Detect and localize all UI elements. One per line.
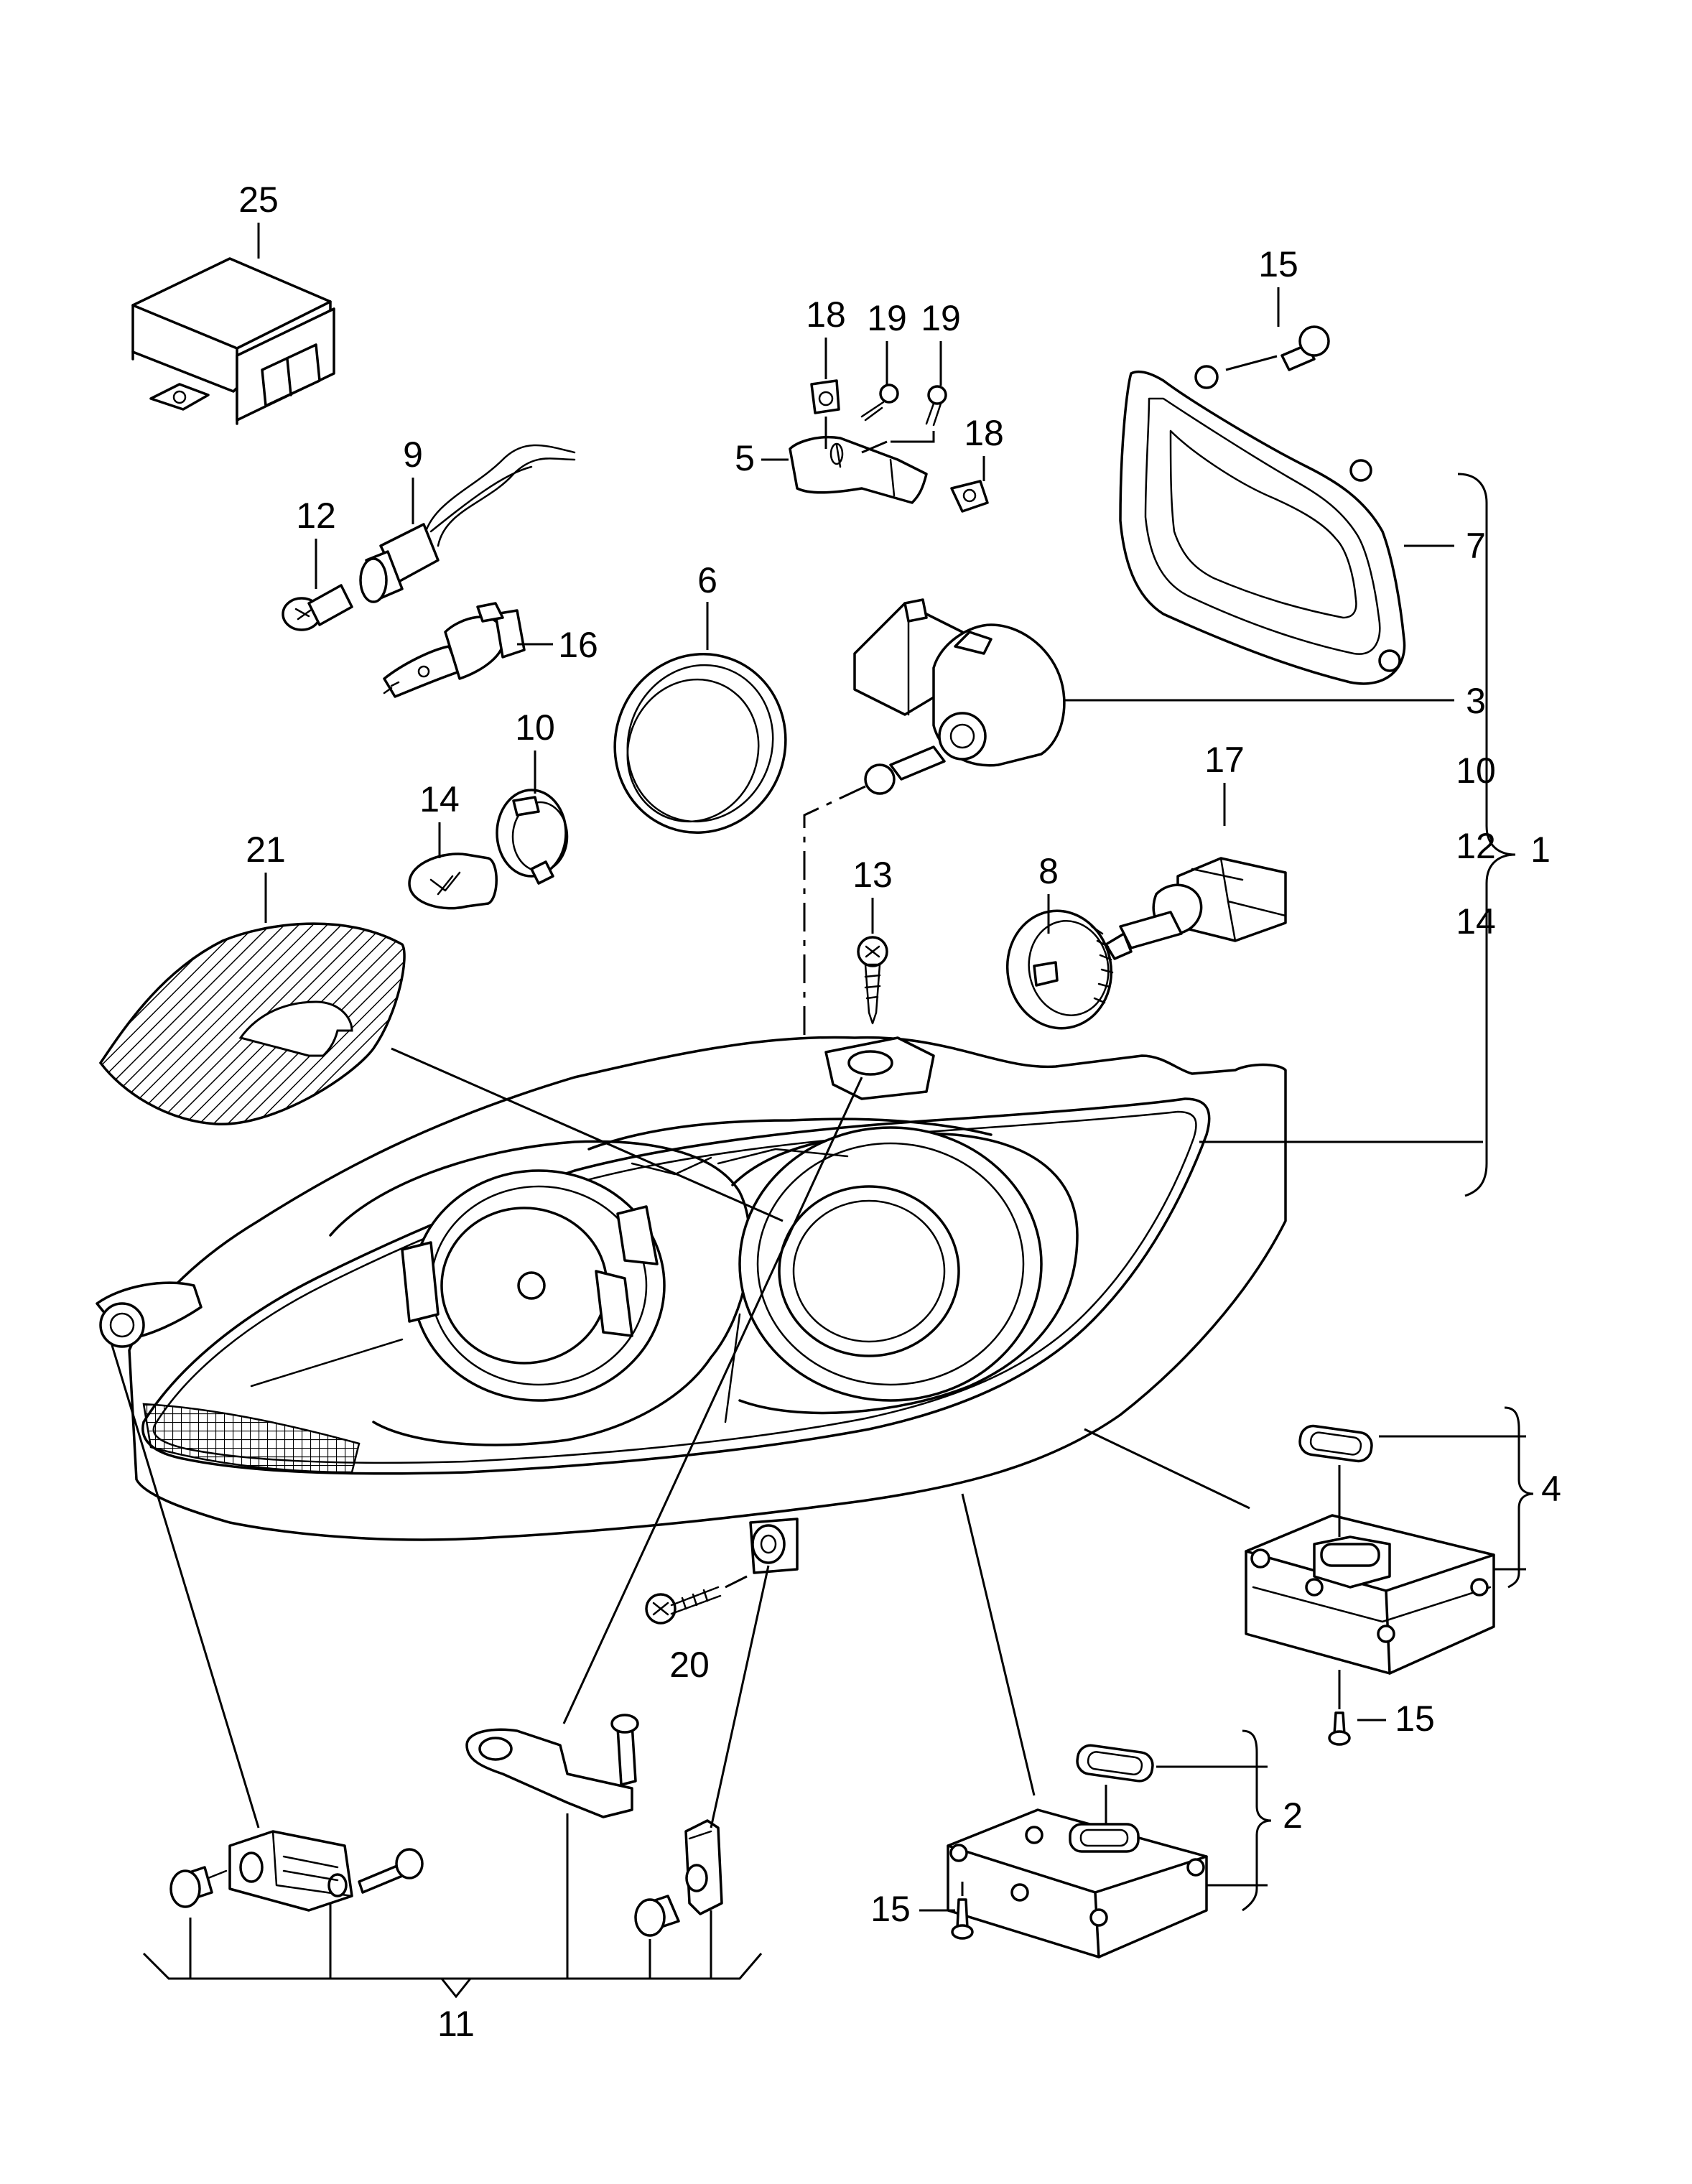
callout-7: 7 [1466, 526, 1486, 566]
callout-17: 17 [1204, 740, 1245, 780]
brace-2 [1242, 1729, 1272, 1912]
callout-18: 18 [964, 413, 1004, 453]
bracket-5 [761, 338, 989, 513]
bulb-16 [383, 602, 553, 698]
control-unit-4 [1084, 1424, 1526, 1746]
socket-10 [496, 751, 569, 885]
brace-1 [1457, 473, 1516, 1197]
callout-labels: 25 9 12 16 10 14 21 6 18 19 19 18 5 15 7… [238, 180, 1561, 2044]
callout-3: 3 [1466, 681, 1486, 721]
callout-19: 19 [921, 298, 961, 338]
callout-16: 16 [558, 625, 598, 665]
callout-20: 20 [669, 1645, 710, 1685]
callout-8: 8 [1038, 851, 1059, 891]
xenon-bulb-17 [1105, 783, 1287, 960]
callout-15: 15 [870, 1889, 911, 1929]
callout-14: 14 [1456, 901, 1496, 942]
callout-13: 13 [852, 855, 893, 895]
callout-14: 14 [419, 779, 460, 819]
callout-9: 9 [403, 435, 423, 475]
callout-5: 5 [735, 438, 755, 478]
callout-10: 10 [515, 707, 555, 748]
bulb-12 [282, 539, 353, 631]
lens-cover-21 [98, 873, 406, 1125]
callout-1: 1 [1530, 830, 1551, 870]
retaining-ring-8 [1005, 894, 1114, 1030]
screw-20 [645, 1575, 748, 1625]
control-unit-2 [919, 1493, 1268, 1958]
wire-connector-9 [359, 444, 576, 603]
callout-25: 25 [238, 180, 279, 220]
mounting-kit-11 [110, 1077, 863, 1999]
callout-10: 10 [1456, 751, 1496, 791]
brace-4 [1504, 1406, 1534, 1589]
callout-2: 2 [1283, 1795, 1303, 1836]
callout-21: 21 [246, 830, 286, 870]
control-unit-25 [131, 223, 335, 425]
callout-4: 4 [1541, 1469, 1561, 1509]
headlight-housing-1 [96, 1036, 1483, 1574]
callout-18: 18 [806, 294, 846, 335]
adjuster-motor-3 [803, 598, 1454, 1059]
callout-12: 12 [1456, 826, 1496, 866]
callout-19: 19 [867, 298, 907, 338]
seal-ring-6 [613, 602, 787, 834]
callout-12: 12 [296, 496, 336, 536]
callout-15: 15 [1258, 244, 1298, 284]
callout-15: 15 [1395, 1699, 1435, 1739]
callout-11: 11 [437, 2004, 475, 2044]
callout-6: 6 [697, 560, 717, 600]
bulb-14 [408, 822, 498, 910]
rear-cover-7 [1119, 287, 1454, 685]
